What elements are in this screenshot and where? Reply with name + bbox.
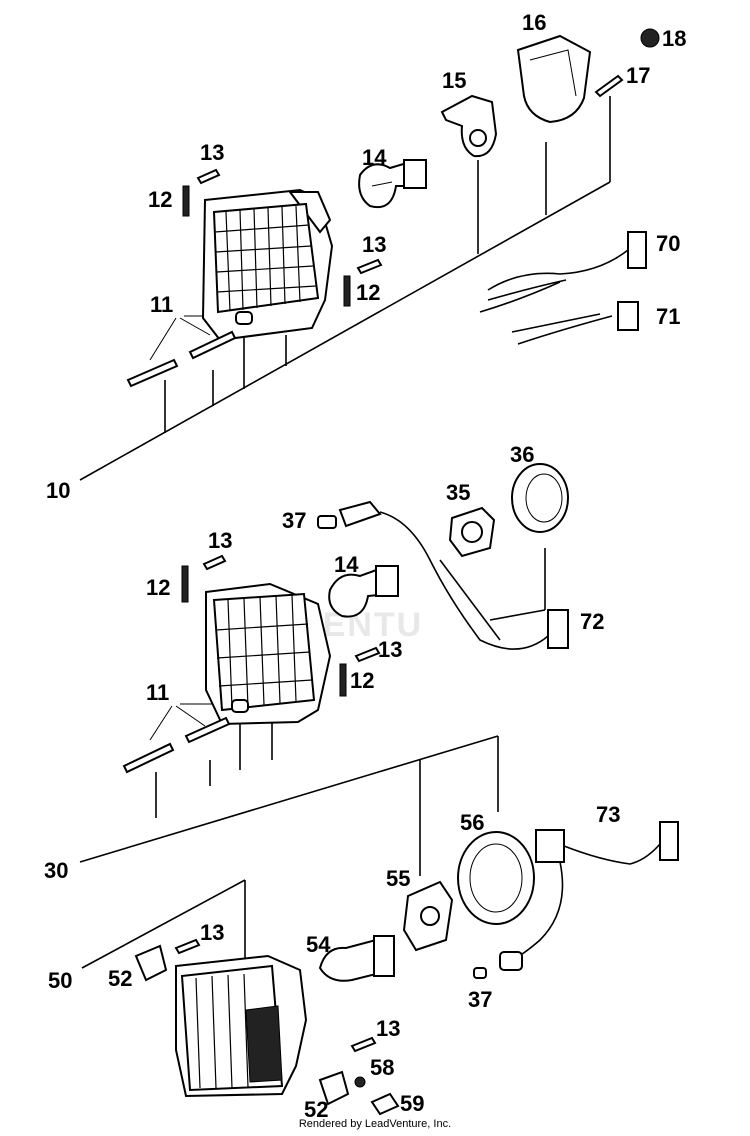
clip-12c [181, 565, 189, 603]
callout-72: 72 [580, 609, 604, 634]
socket-55 [402, 880, 454, 952]
callout-13b: 13 [362, 232, 386, 257]
screw-13e [174, 938, 201, 955]
callout-37b: 37 [468, 987, 492, 1012]
callout-36: 36 [510, 442, 534, 467]
callout-58: 58 [370, 1055, 394, 1080]
callout-13f: 13 [376, 1016, 400, 1041]
callout-37: 37 [282, 508, 306, 533]
harness-71 [511, 301, 639, 345]
callout-10: 10 [46, 478, 70, 503]
callout-56: 56 [460, 810, 484, 835]
socket-35 [448, 506, 496, 558]
bolt-59 [370, 1092, 400, 1116]
callout-13: 13 [200, 140, 224, 165]
screw-13c [202, 554, 227, 571]
headlight-unit-50 [175, 954, 308, 1098]
cover-16 [516, 34, 592, 124]
callout-52: 52 [108, 966, 132, 991]
rim-36 [511, 463, 569, 533]
screw-13 [196, 168, 221, 185]
callout-12c: 12 [146, 575, 170, 600]
screw-17 [594, 74, 624, 98]
callout-50: 50 [48, 968, 72, 993]
callout-16: 16 [522, 10, 546, 35]
callout-73: 73 [596, 802, 620, 827]
callout-52b: 52 [304, 1097, 328, 1122]
screw-13f [350, 1036, 377, 1053]
bulb-37 [317, 500, 382, 529]
callout-11: 11 [150, 292, 173, 317]
screw-13b [356, 258, 383, 275]
callout-35: 35 [446, 480, 470, 505]
callout-55: 55 [386, 866, 410, 891]
callout-14: 14 [362, 145, 387, 170]
callout-12d: 12 [350, 668, 374, 693]
harness-73 [499, 821, 679, 971]
adjuster-11 [126, 311, 253, 388]
assembly-30 [79, 463, 569, 876]
callout-18: 18 [662, 26, 686, 51]
callout-71: 71 [656, 304, 680, 329]
callout-12: 12 [148, 187, 172, 212]
callout-14b: 14 [334, 552, 359, 577]
bracket-15 [440, 94, 498, 158]
callout-54: 54 [306, 932, 331, 957]
screw-13d [354, 646, 381, 663]
headlight-unit-30 [205, 582, 332, 726]
callout-11b: 11 [146, 680, 169, 705]
harness-72 [379, 511, 569, 650]
callout-70: 70 [656, 231, 680, 256]
callout-13d: 13 [378, 637, 402, 662]
callout-30: 30 [44, 858, 68, 883]
callout-12b: 12 [356, 280, 380, 305]
clip-12 [182, 185, 190, 217]
assembly-50 [81, 821, 679, 1116]
bulb-14b [328, 565, 399, 618]
footer-credit: Rendered by LeadVenture, Inc. [298, 1118, 452, 1130]
bulb-14 [358, 159, 427, 208]
harness-70 [479, 231, 647, 313]
bracket-52 [134, 944, 168, 982]
grommet-18 [640, 28, 660, 48]
clip-12d [339, 663, 347, 697]
callout-13c: 13 [208, 528, 232, 553]
headlight-unit [201, 188, 334, 342]
bracket-52b [318, 1070, 350, 1106]
nut-58 [354, 1076, 366, 1088]
bulb-37b [473, 967, 487, 979]
callout-13e: 13 [200, 920, 224, 945]
callout-17: 17 [626, 63, 650, 88]
bulb-54 [318, 935, 395, 982]
callout-15: 15 [442, 68, 466, 93]
adjuster-11b [122, 699, 249, 774]
clip-12b [343, 275, 351, 307]
assembly-10 [79, 28, 660, 481]
cover-56 [457, 831, 535, 925]
callout-59: 59 [400, 1091, 424, 1116]
